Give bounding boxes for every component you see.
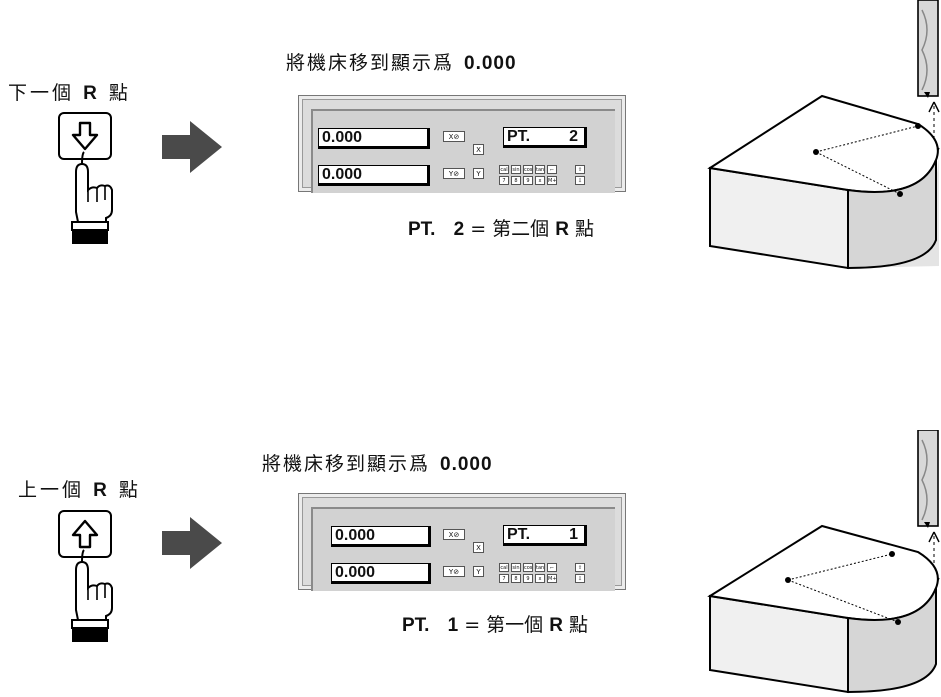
corner-key[interactable]: ⌐ — [547, 563, 557, 572]
label-prefix: 上一個 — [18, 479, 85, 501]
pointing-hand-icon — [71, 151, 113, 244]
dro-display-area: 0.000 0.000 X⊘ Y⊘ X Y PT. 1 cal sin cos … — [311, 507, 615, 591]
y-zero-key-label: Y — [448, 170, 454, 178]
up-key[interactable]: ⇧ — [575, 165, 585, 174]
caption-letter: R — [549, 615, 563, 636]
down-arrow-icon — [71, 121, 99, 151]
label-letter: R — [83, 83, 100, 104]
tan-key[interactable]: tan — [535, 165, 545, 174]
down-key[interactable]: ⇩ — [575, 176, 585, 185]
caption-pt: PT. — [402, 615, 430, 636]
x-axis-key[interactable]: X — [473, 144, 484, 155]
caption-letter: R — [555, 219, 569, 240]
workpiece-drawing — [707, 0, 940, 270]
y-readout: 0.000 — [318, 165, 430, 186]
instruction-prefix: 將機床移到顯示爲 — [286, 52, 455, 74]
cal-key[interactable]: cal — [499, 165, 509, 174]
x-zero-key[interactable]: X⊘ — [443, 529, 465, 540]
y-zero-key[interactable]: Y⊘ — [443, 168, 465, 179]
move-instruction: 將機床移到顯示爲 0.000 — [286, 48, 517, 75]
pt-readout-label: PT. — [507, 128, 531, 145]
key-9[interactable]: 9 — [523, 574, 533, 583]
end-mill-tool — [917, 0, 939, 97]
label-suffix: 點 — [118, 479, 141, 501]
key-7[interactable]: 7 — [499, 574, 509, 583]
key-8[interactable]: 8 — [511, 574, 521, 583]
y-axis-key[interactable]: Y — [473, 566, 484, 577]
caption-text: 第一個 — [486, 614, 544, 636]
previous-r-point-label: 上一個 R 點 — [18, 475, 141, 502]
instruction-prefix: 將機床移到顯示爲 — [262, 453, 431, 475]
caption-text: 第二個 — [492, 218, 550, 240]
down-key[interactable]: ⇩ — [575, 574, 585, 583]
up-arrow-key[interactable] — [58, 510, 112, 558]
caption-suffix: 點 — [575, 218, 595, 240]
caption-suffix: 點 — [569, 614, 589, 636]
key-8[interactable]: 8 — [511, 176, 521, 185]
y-zero-key-label: Y — [448, 568, 454, 576]
pt-readout-label: PT. — [507, 526, 531, 543]
label-suffix: 點 — [108, 82, 131, 104]
x-readout: 0.000 — [318, 128, 430, 149]
move-instruction: 將機床移到顯示爲 0.000 — [262, 449, 493, 476]
instruction-value: 0.000 — [440, 454, 493, 475]
caption-number: 2 — [453, 219, 465, 240]
down-arrow-key[interactable] — [58, 112, 112, 160]
corner-key[interactable]: ⌐ — [547, 165, 557, 174]
pt-readout-number: 1 — [569, 526, 578, 543]
pt-readout-number: 2 — [569, 128, 578, 145]
key-x[interactable]: x — [535, 574, 545, 583]
up-arrow-icon — [71, 519, 99, 549]
key-7[interactable]: 7 — [499, 176, 509, 185]
tan-key[interactable]: tan — [535, 563, 545, 572]
key-m-plus[interactable]: M+ — [547, 574, 557, 583]
x-zero-key[interactable]: X⊘ — [443, 131, 465, 142]
x-zero-key-label: X — [448, 133, 454, 141]
cos-key[interactable]: cos — [523, 563, 533, 572]
cal-key[interactable]: cal — [499, 563, 509, 572]
x-zero-key-label: X — [448, 531, 454, 539]
sin-key[interactable]: sin — [511, 563, 521, 572]
workpiece-drawing — [707, 430, 940, 694]
x-axis-key[interactable]: X — [473, 542, 484, 553]
up-key[interactable]: ⇧ — [575, 563, 585, 572]
x-readout: 0.000 — [331, 526, 431, 547]
point-caption: PT. 1 = 第一個 R 點 — [402, 610, 588, 637]
dro-panel: 0.000 0.000 X⊘ Y⊘ X Y PT. 2 cal sin cos … — [298, 95, 626, 193]
cos-key[interactable]: cos — [523, 165, 533, 174]
sin-key[interactable]: sin — [511, 165, 521, 174]
y-readout: 0.000 — [331, 563, 431, 584]
label-prefix: 下一個 — [8, 82, 75, 104]
caption-pt: PT. — [408, 219, 436, 240]
pointing-hand-icon — [71, 549, 113, 642]
point-caption: PT. 2 = 第二個 R 點 — [408, 214, 594, 241]
instruction-value: 0.000 — [464, 53, 517, 74]
label-letter: R — [93, 480, 110, 501]
right-arrow-icon — [162, 121, 222, 173]
dro-display-area: 0.000 0.000 X⊘ Y⊘ X Y PT. 2 cal sin cos … — [311, 109, 615, 193]
dro-panel: 0.000 0.000 X⊘ Y⊘ X Y PT. 1 cal sin cos … — [298, 493, 626, 591]
caption-equals: = — [464, 614, 481, 636]
key-m-plus[interactable]: M+ — [547, 176, 557, 185]
pt-readout: PT. 1 — [503, 525, 587, 546]
caption-equals: = — [470, 218, 487, 240]
y-zero-key[interactable]: Y⊘ — [443, 566, 465, 577]
key-9[interactable]: 9 — [523, 176, 533, 185]
pt-readout: PT. 2 — [503, 127, 587, 148]
right-arrow-icon — [162, 517, 222, 569]
end-mill-tool — [917, 430, 939, 527]
key-x[interactable]: x — [535, 176, 545, 185]
next-r-point-label: 下一個 R 點 — [8, 78, 131, 105]
y-axis-key[interactable]: Y — [473, 168, 484, 179]
caption-number: 1 — [447, 615, 459, 636]
